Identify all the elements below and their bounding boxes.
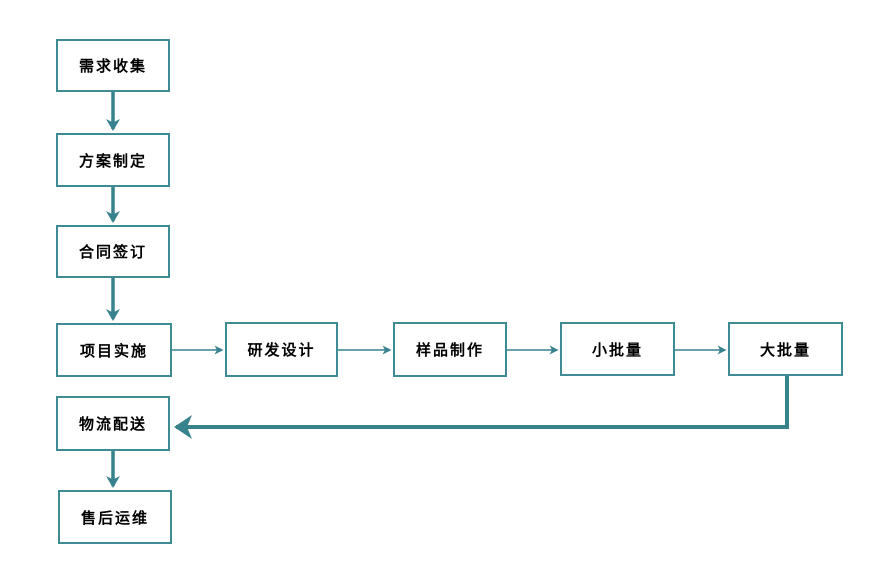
arrow-largebatch-to-logistics bbox=[174, 376, 789, 439]
flow-node-label: 研发设计 bbox=[247, 343, 316, 359]
flow-node-large-batch: 大批量 bbox=[728, 322, 843, 376]
flow-node-small-batch: 小批量 bbox=[560, 322, 675, 376]
flow-node-label: 样品制作 bbox=[415, 343, 484, 359]
flow-node-requirements-collection: 需求收集 bbox=[56, 39, 170, 92]
flow-node-after-sales-operations: 售后运维 bbox=[58, 490, 172, 544]
flow-node-label: 小批量 bbox=[591, 342, 643, 359]
flow-node-sample-production: 样品制作 bbox=[393, 322, 507, 377]
flow-node-label: 大批量 bbox=[759, 342, 811, 359]
flow-node-project-implementation: 项目实施 bbox=[56, 323, 172, 377]
flow-node-logistics-delivery: 物流配送 bbox=[56, 396, 170, 451]
flow-node-rd-design: 研发设计 bbox=[225, 322, 338, 377]
flow-node-label: 合同签订 bbox=[78, 245, 147, 261]
flow-node-label: 售后运维 bbox=[80, 510, 149, 527]
flow-node-label: 项目实施 bbox=[79, 343, 148, 360]
flow-node-contract-signing: 合同签订 bbox=[56, 225, 170, 278]
flow-node-label: 需求收集 bbox=[78, 59, 147, 75]
flow-node-plan-formulation: 方案制定 bbox=[56, 133, 170, 187]
flow-node-label: 方案制定 bbox=[78, 153, 147, 170]
flow-node-label: 物流配送 bbox=[78, 417, 147, 433]
